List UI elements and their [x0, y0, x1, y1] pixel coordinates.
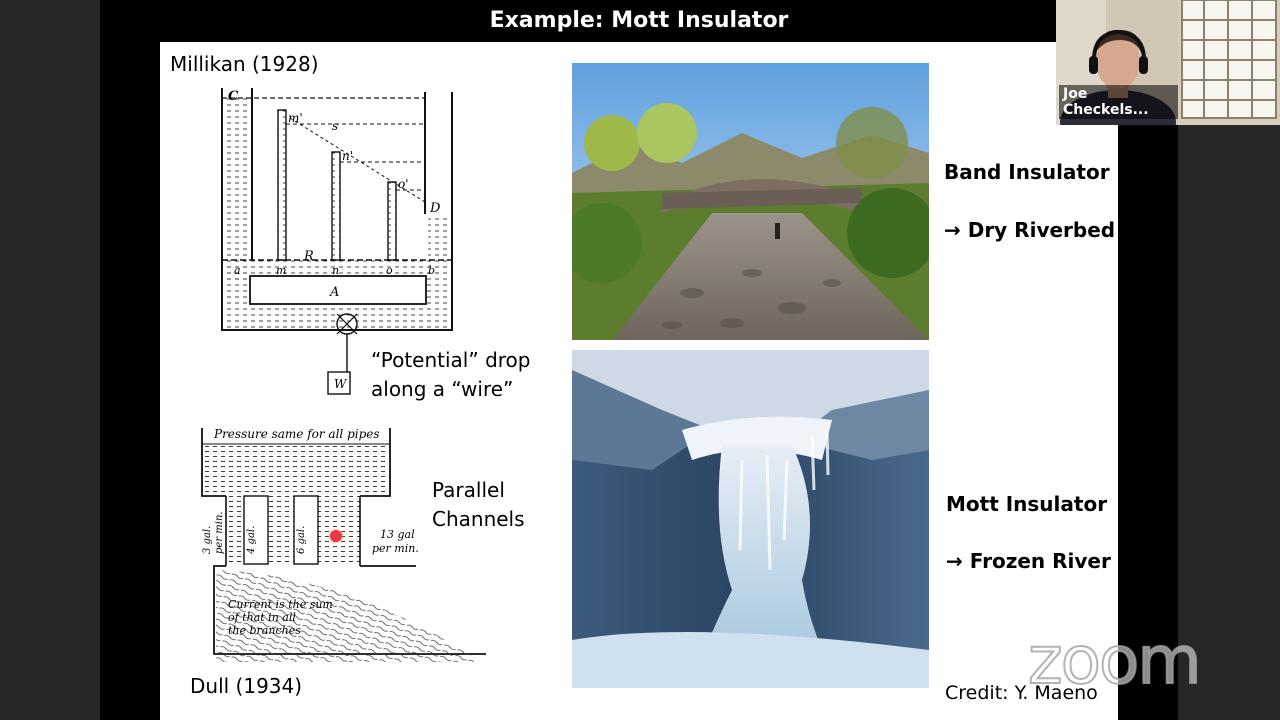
webcam-window-area [1178, 0, 1280, 125]
label-a: a [234, 264, 241, 277]
label-m: m [276, 264, 286, 277]
millikan-label: Millikan (1928) [170, 52, 319, 76]
participant-video-tile[interactable]: Joe Checkels... [1056, 0, 1180, 125]
potential-drop-line1: “Potential” drop [371, 348, 531, 372]
label-W: W [334, 377, 348, 391]
slide-title: Example: Mott Insulator [489, 8, 789, 33]
current-line1: Current is the sum [228, 598, 333, 611]
slide-title-bar [100, 0, 1178, 42]
label-m-prime: m' [288, 111, 303, 125]
label-C: C [228, 89, 239, 104]
label-o-prime: o' [398, 177, 409, 191]
label-b: b [428, 264, 435, 277]
label-R: R [303, 249, 314, 264]
band-insulator-label: Band Insulator [944, 160, 1110, 184]
dull-label: Dull (1934) [190, 674, 303, 698]
parallel-pipes-diagram: Pressure same for all pipes 3 gal. 4 gal… [201, 427, 486, 662]
left-margin [0, 0, 100, 720]
gal4-label: 4 gal. [246, 526, 257, 555]
label-D: D [429, 201, 441, 216]
gal3-label: 3 gal. [202, 526, 213, 554]
current-line2: of that in all [228, 611, 296, 624]
mott-insulator-label: Mott Insulator [946, 492, 1108, 516]
gal13-per-min-label: per min. [372, 542, 419, 555]
label-A: A [329, 285, 339, 300]
zoom-watermark: zoom [1027, 621, 1203, 700]
parallel-line2: Channels [432, 507, 525, 531]
label-n: n [332, 264, 339, 277]
gal6-label: 6 gal. [296, 526, 307, 554]
potential-drop-line2: along a “wire” [371, 377, 514, 401]
frozen-river-photo [572, 350, 929, 688]
label-n-prime: n' [342, 149, 353, 163]
parallel-line1: Parallel [432, 478, 505, 502]
label-s: s [332, 119, 338, 133]
dry-riverbed-photo [572, 63, 929, 340]
credit-label: Credit: Y. Maeno [945, 682, 1098, 704]
per-min-label: per min. [214, 511, 225, 554]
gal13-label: 13 gal [380, 528, 415, 541]
dry-riverbed-label: → Dry Riverbed [944, 218, 1116, 242]
current-line3: the branches [228, 624, 301, 637]
participant-name: Joe Checkels... [1059, 85, 1180, 119]
pressure-label: Pressure same for all pipes [213, 427, 380, 441]
laser-pointer [330, 530, 342, 542]
label-o: o [386, 264, 393, 277]
frozen-river-label: → Frozen River [946, 549, 1111, 573]
millikan-tank-diagram: C D m' s n' o' R A W a m n o b [221, 88, 453, 395]
